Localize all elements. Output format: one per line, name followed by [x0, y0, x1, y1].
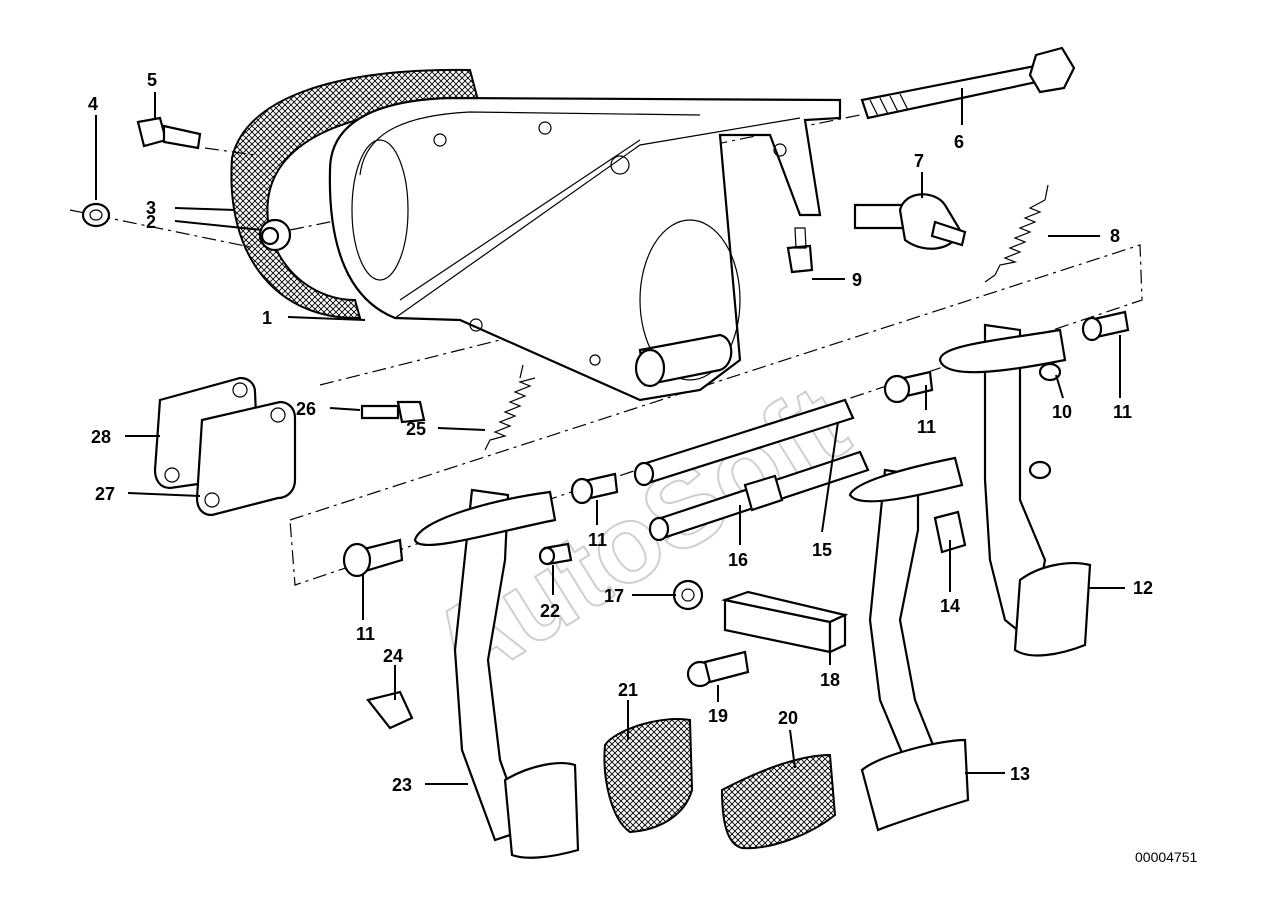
callout-3: 3	[146, 198, 156, 218]
document-id: 00004751	[1135, 849, 1198, 865]
callout-11-right: 11	[1113, 402, 1132, 422]
nut-17	[672, 579, 704, 611]
callout-11-center: 11	[588, 530, 607, 550]
clevis-18	[720, 590, 849, 654]
gasket	[230, 68, 482, 320]
callout-22: 22	[540, 601, 560, 621]
switch-7	[853, 193, 967, 250]
pad-21	[603, 718, 694, 834]
callout-15: 15	[812, 540, 832, 560]
washer-4	[81, 202, 111, 228]
pedal-bracket	[328, 96, 842, 402]
callout-27: 27	[95, 484, 115, 504]
nut-2	[258, 218, 292, 252]
spring-8	[984, 184, 1049, 283]
callout-4: 4	[88, 94, 98, 114]
callout-28: 28	[91, 427, 111, 447]
callout-10: 10	[1052, 402, 1072, 422]
callout-16: 16	[728, 550, 748, 570]
screw-26	[360, 400, 426, 424]
callout-14: 14	[940, 596, 960, 616]
callout-9: 9	[852, 270, 862, 290]
shaft-16	[648, 450, 870, 542]
callout-12: 12	[1133, 578, 1153, 598]
bushing-11	[342, 310, 1130, 578]
callout-20: 20	[778, 708, 798, 728]
plate-27	[195, 400, 297, 517]
callout-1: 1	[262, 308, 272, 328]
pedal-12	[938, 323, 1092, 657]
long-bolt-6	[860, 46, 1076, 120]
bolt-19	[686, 650, 750, 688]
leader-lines	[95, 88, 1125, 785]
screw-24	[366, 690, 414, 730]
bushing-22	[538, 542, 573, 566]
callout-24: 24	[383, 646, 403, 666]
callout-25: 25	[406, 419, 426, 439]
pedal-13	[848, 456, 970, 832]
callout-11-left: 11	[356, 624, 375, 644]
clip-14	[933, 510, 967, 554]
callout-7: 7	[914, 151, 924, 171]
pad-20	[720, 753, 837, 850]
bolt-9	[786, 227, 814, 274]
callout-26: 26	[296, 399, 316, 419]
pedal-23	[413, 488, 580, 859]
callout-6: 6	[954, 132, 964, 152]
callout-13: 13	[1010, 764, 1030, 784]
callout-21: 21	[618, 680, 638, 700]
bolt-5	[136, 116, 202, 150]
shaft-15	[633, 398, 855, 487]
callout-8: 8	[1110, 226, 1120, 246]
spring-25	[484, 364, 536, 451]
callout-18: 18	[820, 670, 840, 690]
callout-11-mid: 11	[917, 417, 936, 437]
callout-23: 23	[392, 775, 412, 795]
callout-19: 19	[708, 706, 728, 726]
callout-17: 17	[604, 586, 624, 606]
callout-5: 5	[147, 70, 157, 90]
callout-2: 2	[146, 212, 156, 232]
